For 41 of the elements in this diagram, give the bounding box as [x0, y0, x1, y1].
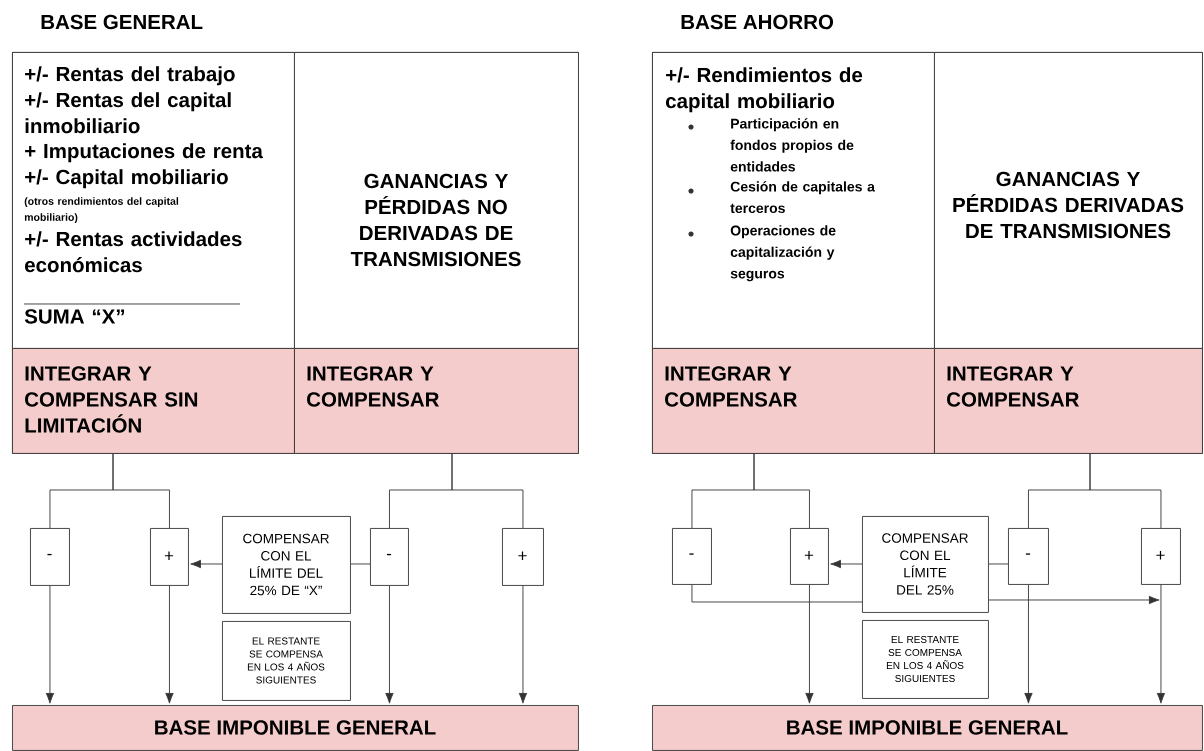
note-box: COMPENSAR CON EL LÍMITE DEL 25% DE “X” — [222, 516, 351, 614]
arrow — [1156, 584, 1166, 704]
connector-line — [1089, 453, 1162, 529]
node-label: BASE GENERAL — [41, 14, 203, 30]
sign-box: - — [370, 528, 409, 586]
note-box: COMPENSAR CON EL LÍMITE DEL 25% — [862, 516, 989, 613]
arrow — [518, 585, 528, 704]
highlight-cell: INTEGRAR Y COMPENSAR — [294, 348, 579, 454]
sign-box: - — [30, 528, 70, 586]
text-cell: +/- Rentas del trabajo +/- Rentas del capital inmobiliario + Imputaciones de renta +/- Capital mobiliario (otros rendimientos del capital mobiliario) +/- Rentas actividades económicas SUMA “X” — [12, 52, 295, 349]
arrow — [830, 559, 863, 569]
arrow — [165, 585, 174, 704]
note-box: EL RESTANTE SE COMPENSA EN LOS 4 AÑOS SIGUIENTES — [862, 620, 989, 699]
connector-line — [112, 453, 170, 529]
result-bar: BASE IMPONIBLE GENERAL — [652, 705, 1203, 751]
arrow — [805, 584, 814, 704]
arrow — [45, 585, 55, 704]
sign-box: + — [150, 528, 189, 586]
node-label: BASE AHORRO — [681, 14, 834, 30]
connector-line — [451, 453, 524, 529]
text-cell: +/- Rendimientos de capital mobiliario Participación en fondos propios de entidades Cesión de capitales a terceros Operaciones de capitalización y seguros — [652, 52, 935, 349]
connector-line — [691, 584, 863, 603]
text-cell: GANANCIAS Y PÉRDIDAS NO DERIVADAS DE TRANSMISIONES — [294, 52, 579, 349]
connector-line — [350, 563, 371, 565]
result-bar: BASE IMPONIBLE GENERAL — [12, 705, 579, 751]
highlight-cell: INTEGRAR Y COMPENSAR — [652, 348, 935, 454]
text-cell: GANANCIAS Y PÉRDIDAS DERIVADAS DE TRANSMISIONES — [934, 52, 1203, 349]
connector-line — [988, 563, 1009, 565]
arrow — [988, 595, 1160, 605]
highlight-cell: INTEGRAR Y COMPENSAR — [934, 348, 1203, 454]
arrow — [190, 559, 223, 569]
sign-box: + — [1141, 528, 1181, 585]
note-box: EL RESTANTE SE COMPENSA EN LOS 4 AÑOS SIGUIENTES — [222, 621, 351, 701]
sign-box: + — [790, 528, 829, 585]
connector-line — [753, 453, 810, 529]
sign-box: - — [672, 528, 712, 585]
arrow — [1024, 584, 1033, 704]
sign-box: + — [502, 528, 544, 586]
highlight-cell: INTEGRAR Y COMPENSAR SIN LIMITACIÓN — [12, 348, 295, 454]
arrow — [385, 585, 394, 704]
sign-box: - — [1008, 528, 1049, 585]
